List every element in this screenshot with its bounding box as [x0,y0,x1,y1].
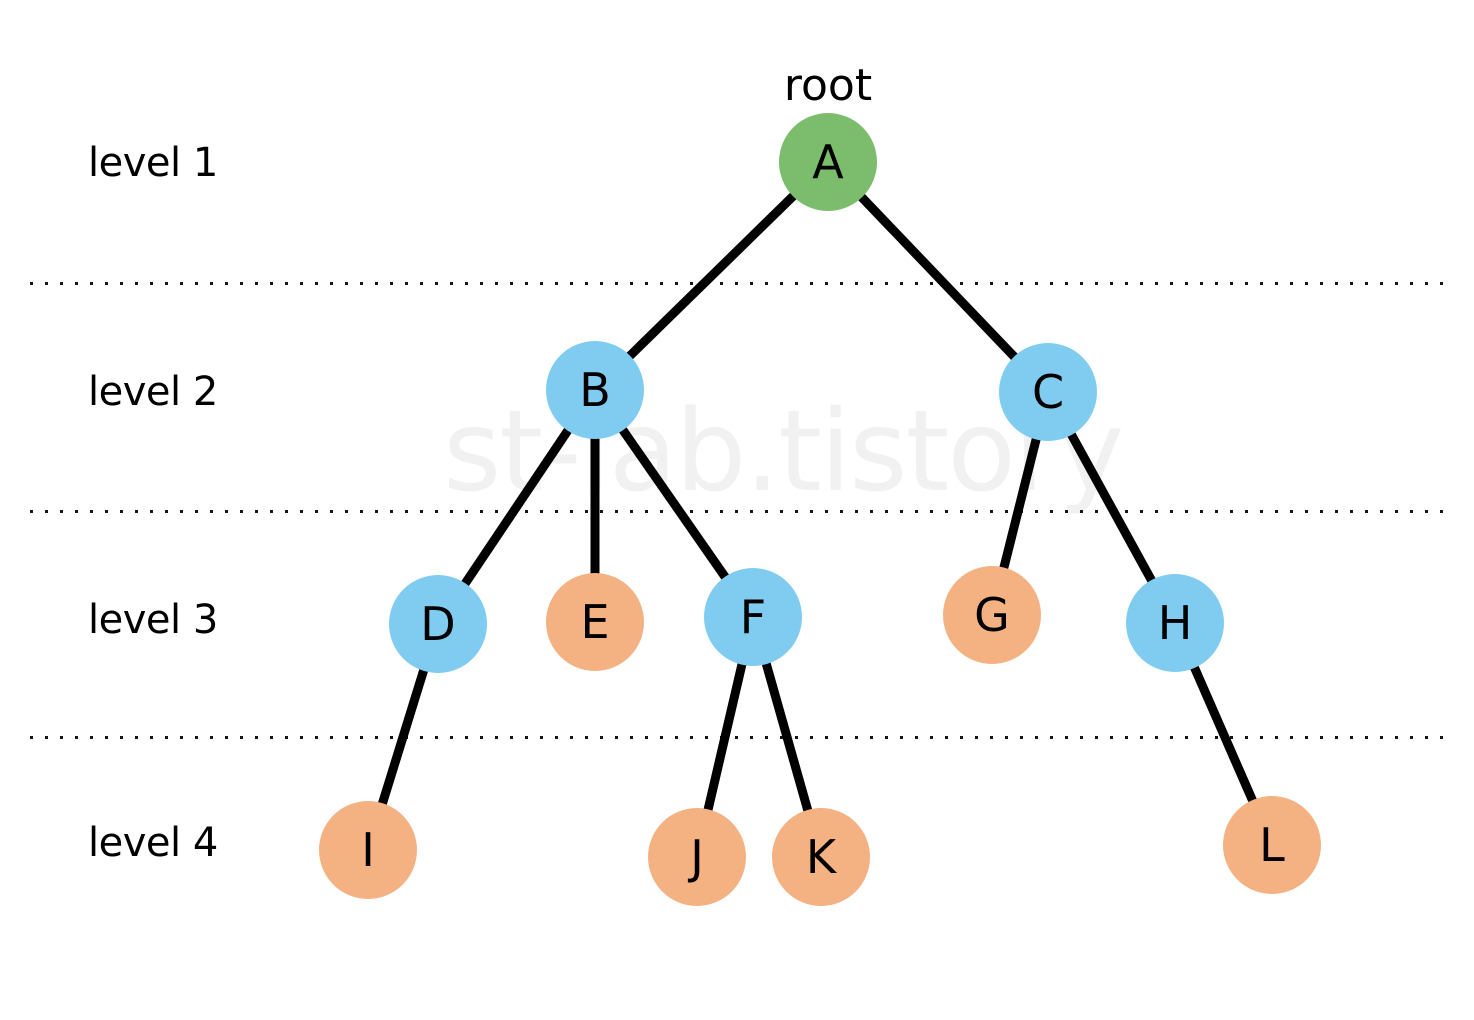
node-label-A: A [812,135,844,189]
node-label-F: F [740,590,766,644]
node-label-L: L [1259,818,1285,872]
node-A [779,113,877,211]
level-label-4: level 4 [88,820,218,866]
node-label-J: J [687,830,704,884]
node-label-B: B [579,363,611,417]
node-label-G: G [974,588,1010,642]
node-F [704,568,802,666]
node-label-C: C [1032,365,1064,419]
node-G [943,566,1041,664]
edge-A-C [824,158,1052,396]
level-separator-3 [30,736,1444,739]
node-H [1126,574,1224,672]
level-label-1: level 1 [88,140,218,186]
node-I [319,801,417,899]
level-label-3: level 3 [88,597,218,643]
node-K [772,808,870,906]
edge-A-B [591,158,832,394]
root-caption: root [783,60,873,111]
node-D [389,575,487,673]
node-label-E: E [580,595,609,649]
node-label-K: K [806,830,838,884]
node-label-I: I [361,823,375,877]
level-separator-2 [30,510,1444,513]
level-separator-1 [30,282,1444,285]
node-C [999,343,1097,441]
node-B [546,341,644,439]
node-J [648,808,746,906]
node-label-H: H [1158,596,1193,650]
node-label-D: D [420,597,455,651]
level-label-2: level 2 [88,369,218,415]
node-L [1223,796,1321,894]
node-E [546,573,644,671]
